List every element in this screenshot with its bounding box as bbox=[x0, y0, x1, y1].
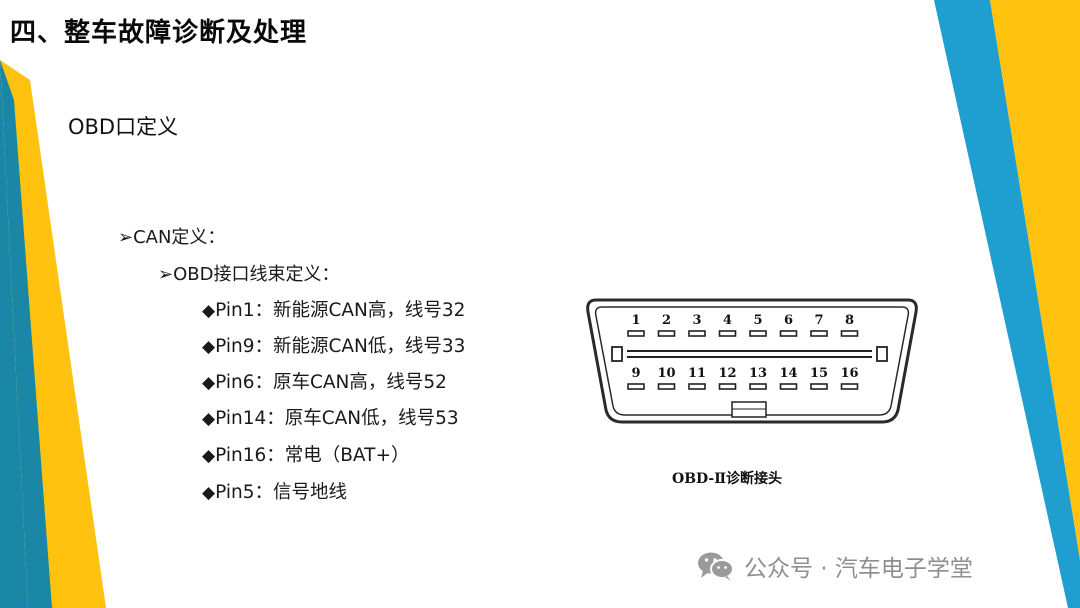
pin-number-label: 15 bbox=[810, 366, 828, 381]
pin-number-label: 3 bbox=[692, 313, 701, 328]
right-latch bbox=[876, 346, 888, 362]
pin-item: ◆Pin6：原车CAN高，线号52 bbox=[202, 368, 447, 394]
pin-number-label: 10 bbox=[657, 366, 675, 381]
pin-number-label: 13 bbox=[749, 366, 767, 381]
bullet-obd-harness-definition: ➢OBD接口线束定义： bbox=[158, 264, 340, 285]
right-yellow-band bbox=[990, 0, 1080, 560]
pin-contact bbox=[657, 330, 676, 337]
pin-number-label: 6 bbox=[784, 313, 793, 328]
diamond-bullet-icon: ◆ bbox=[202, 446, 216, 466]
pin-text: Pin9：新能源CAN低，线号33 bbox=[215, 336, 466, 357]
pin-number-label: 11 bbox=[688, 366, 706, 381]
wechat-icon bbox=[698, 552, 734, 581]
pin-contact bbox=[688, 330, 706, 337]
pin-number-label: 2 bbox=[662, 313, 671, 328]
pin-text: Pin14：原车CAN低，线号53 bbox=[215, 408, 459, 429]
connector-inner-outline bbox=[594, 306, 910, 416]
diamond-bullet-icon: ◆ bbox=[202, 409, 216, 429]
pin-contact bbox=[840, 383, 859, 390]
bullet-can-definition: ➢CAN定义： bbox=[118, 227, 226, 248]
diamond-bullet-icon: ◆ bbox=[202, 483, 216, 503]
pin-contact bbox=[810, 383, 828, 390]
pin-contact bbox=[749, 383, 767, 390]
pin-text: Pin1：新能源CAN高，线号32 bbox=[215, 300, 466, 321]
connector-outer-outline bbox=[586, 298, 918, 424]
left-latch bbox=[611, 346, 623, 362]
pin-contact bbox=[810, 330, 828, 337]
diamond-bullet-icon: ◆ bbox=[202, 301, 216, 321]
pin-text: Pin16：常电（BAT+） bbox=[215, 445, 410, 466]
pin-contact bbox=[840, 330, 859, 337]
diamond-bullet-icon: ◆ bbox=[202, 337, 216, 357]
pin-item: ◆Pin14：原车CAN低，线号53 bbox=[202, 404, 459, 430]
right-blue-band bbox=[934, 0, 1080, 608]
section-subtitle: OBD口定义 bbox=[68, 115, 179, 139]
pin-contact bbox=[627, 383, 645, 390]
pin-item: ◆Pin5：信号地线 bbox=[202, 478, 347, 504]
pin-item: ◆Pin16：常电（BAT+） bbox=[202, 441, 409, 467]
diamond-bullet-icon: ◆ bbox=[202, 373, 216, 393]
pin-number-label: 16 bbox=[840, 366, 858, 381]
pin-contact bbox=[749, 330, 767, 337]
pin-contact bbox=[779, 383, 798, 390]
pin-number-label: 14 bbox=[779, 366, 797, 381]
watermark-text: 公众号 · 汽车电子学堂 bbox=[744, 556, 973, 582]
watermark: 公众号 · 汽车电子学堂 bbox=[696, 548, 973, 584]
pin-number-label: 7 bbox=[814, 313, 823, 328]
pin-number-label: 9 bbox=[631, 366, 640, 381]
pin-contact bbox=[688, 383, 706, 390]
pin-text: Pin5：信号地线 bbox=[215, 482, 347, 503]
pin-contact bbox=[718, 383, 737, 390]
pin-item: ◆Pin1：新能源CAN高，线号32 bbox=[202, 296, 465, 322]
pin-item: ◆Pin9：新能源CAN低，线号33 bbox=[202, 332, 465, 358]
pin-contact bbox=[657, 383, 676, 390]
pin-number-label: 12 bbox=[718, 366, 736, 381]
pin-number-label: 8 bbox=[845, 313, 854, 328]
pin-number-label: 1 bbox=[631, 313, 640, 328]
diagram-caption: OBD-Ⅱ诊断接头 bbox=[672, 471, 783, 487]
pin-text: Pin6：原车CAN高，线号52 bbox=[215, 372, 447, 393]
pin-number-label: 4 bbox=[723, 313, 732, 328]
pin-contact bbox=[718, 330, 737, 337]
left-teal-wedge bbox=[0, 60, 52, 608]
slide-title: 四、整车故障诊断及处理 bbox=[10, 18, 308, 48]
pin-contact bbox=[779, 330, 798, 337]
pin-number-label: 5 bbox=[753, 313, 762, 328]
pin-contact bbox=[627, 330, 645, 337]
